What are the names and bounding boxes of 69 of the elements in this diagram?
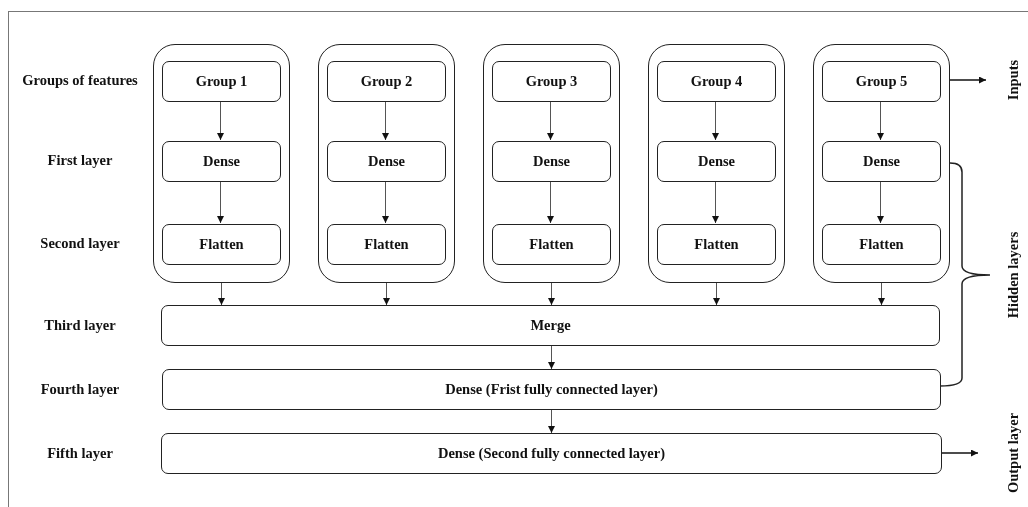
process-box (162, 141, 281, 182)
process-box (657, 61, 776, 102)
arrow (218, 282, 225, 306)
group-container (318, 44, 455, 283)
row-label: Fourth layer (40, 380, 120, 398)
row-label: Third layer (44, 316, 116, 334)
arrow (878, 282, 885, 306)
node-label: Flatten (199, 236, 244, 253)
group-container (813, 44, 950, 283)
group-container (483, 44, 620, 283)
arrow (941, 449, 979, 457)
process-box (492, 224, 611, 265)
arrow (548, 345, 555, 370)
process-box (161, 305, 940, 346)
arrow (877, 180, 884, 224)
node-label: Flatten (529, 236, 574, 253)
node-label: Flatten (859, 236, 904, 253)
arrow (712, 180, 719, 224)
process-box (327, 224, 446, 265)
group-container (648, 44, 785, 283)
node-label: Dense (Second fully connected layer) (437, 445, 666, 462)
arrow (949, 76, 987, 84)
arrow (382, 180, 389, 224)
process-box (822, 224, 941, 265)
arrow (712, 100, 719, 141)
section-label: Inputs (1004, 59, 1022, 101)
process-box (657, 141, 776, 182)
process-box (162, 369, 941, 410)
row-label: Fifth layer (47, 444, 113, 462)
process-box (492, 61, 611, 102)
node-label: Group 5 (855, 73, 908, 90)
node-label: Group 3 (525, 73, 578, 90)
process-box (822, 141, 941, 182)
section-label: Hidden layers (1004, 231, 1022, 319)
section-label: Output layer (1004, 412, 1022, 494)
arrow (547, 180, 554, 224)
arrow (382, 100, 389, 141)
process-box (492, 141, 611, 182)
row-label: Second layer (40, 234, 120, 252)
arrow (877, 100, 884, 141)
node-label: Dense (Frist fully connected layer) (445, 381, 658, 398)
node-label: Flatten (364, 236, 409, 253)
process-box (161, 433, 942, 474)
arrow (713, 282, 720, 306)
node-label: Group 4 (690, 73, 743, 90)
node-label: Dense (532, 153, 571, 170)
node-label: Dense (367, 153, 406, 170)
arrow (383, 282, 390, 306)
node-label: Group 2 (360, 73, 413, 90)
node-label: Dense (697, 153, 736, 170)
process-box (822, 61, 941, 102)
process-box (162, 61, 281, 102)
node-label: Group 1 (195, 73, 248, 90)
process-box (327, 141, 446, 182)
arrow (548, 409, 555, 434)
arrow (548, 282, 555, 306)
group-container (153, 44, 290, 283)
node-label: Dense (202, 153, 241, 170)
row-label: Groups of features (22, 71, 138, 89)
node-label: Merge (530, 317, 571, 334)
node-label: Dense (862, 153, 901, 170)
process-box (657, 224, 776, 265)
arrow (217, 100, 224, 141)
arrow (547, 100, 554, 141)
arrow (217, 180, 224, 224)
row-label: First layer (47, 151, 113, 169)
node-label: Flatten (694, 236, 739, 253)
process-box (327, 61, 446, 102)
process-box (162, 224, 281, 265)
